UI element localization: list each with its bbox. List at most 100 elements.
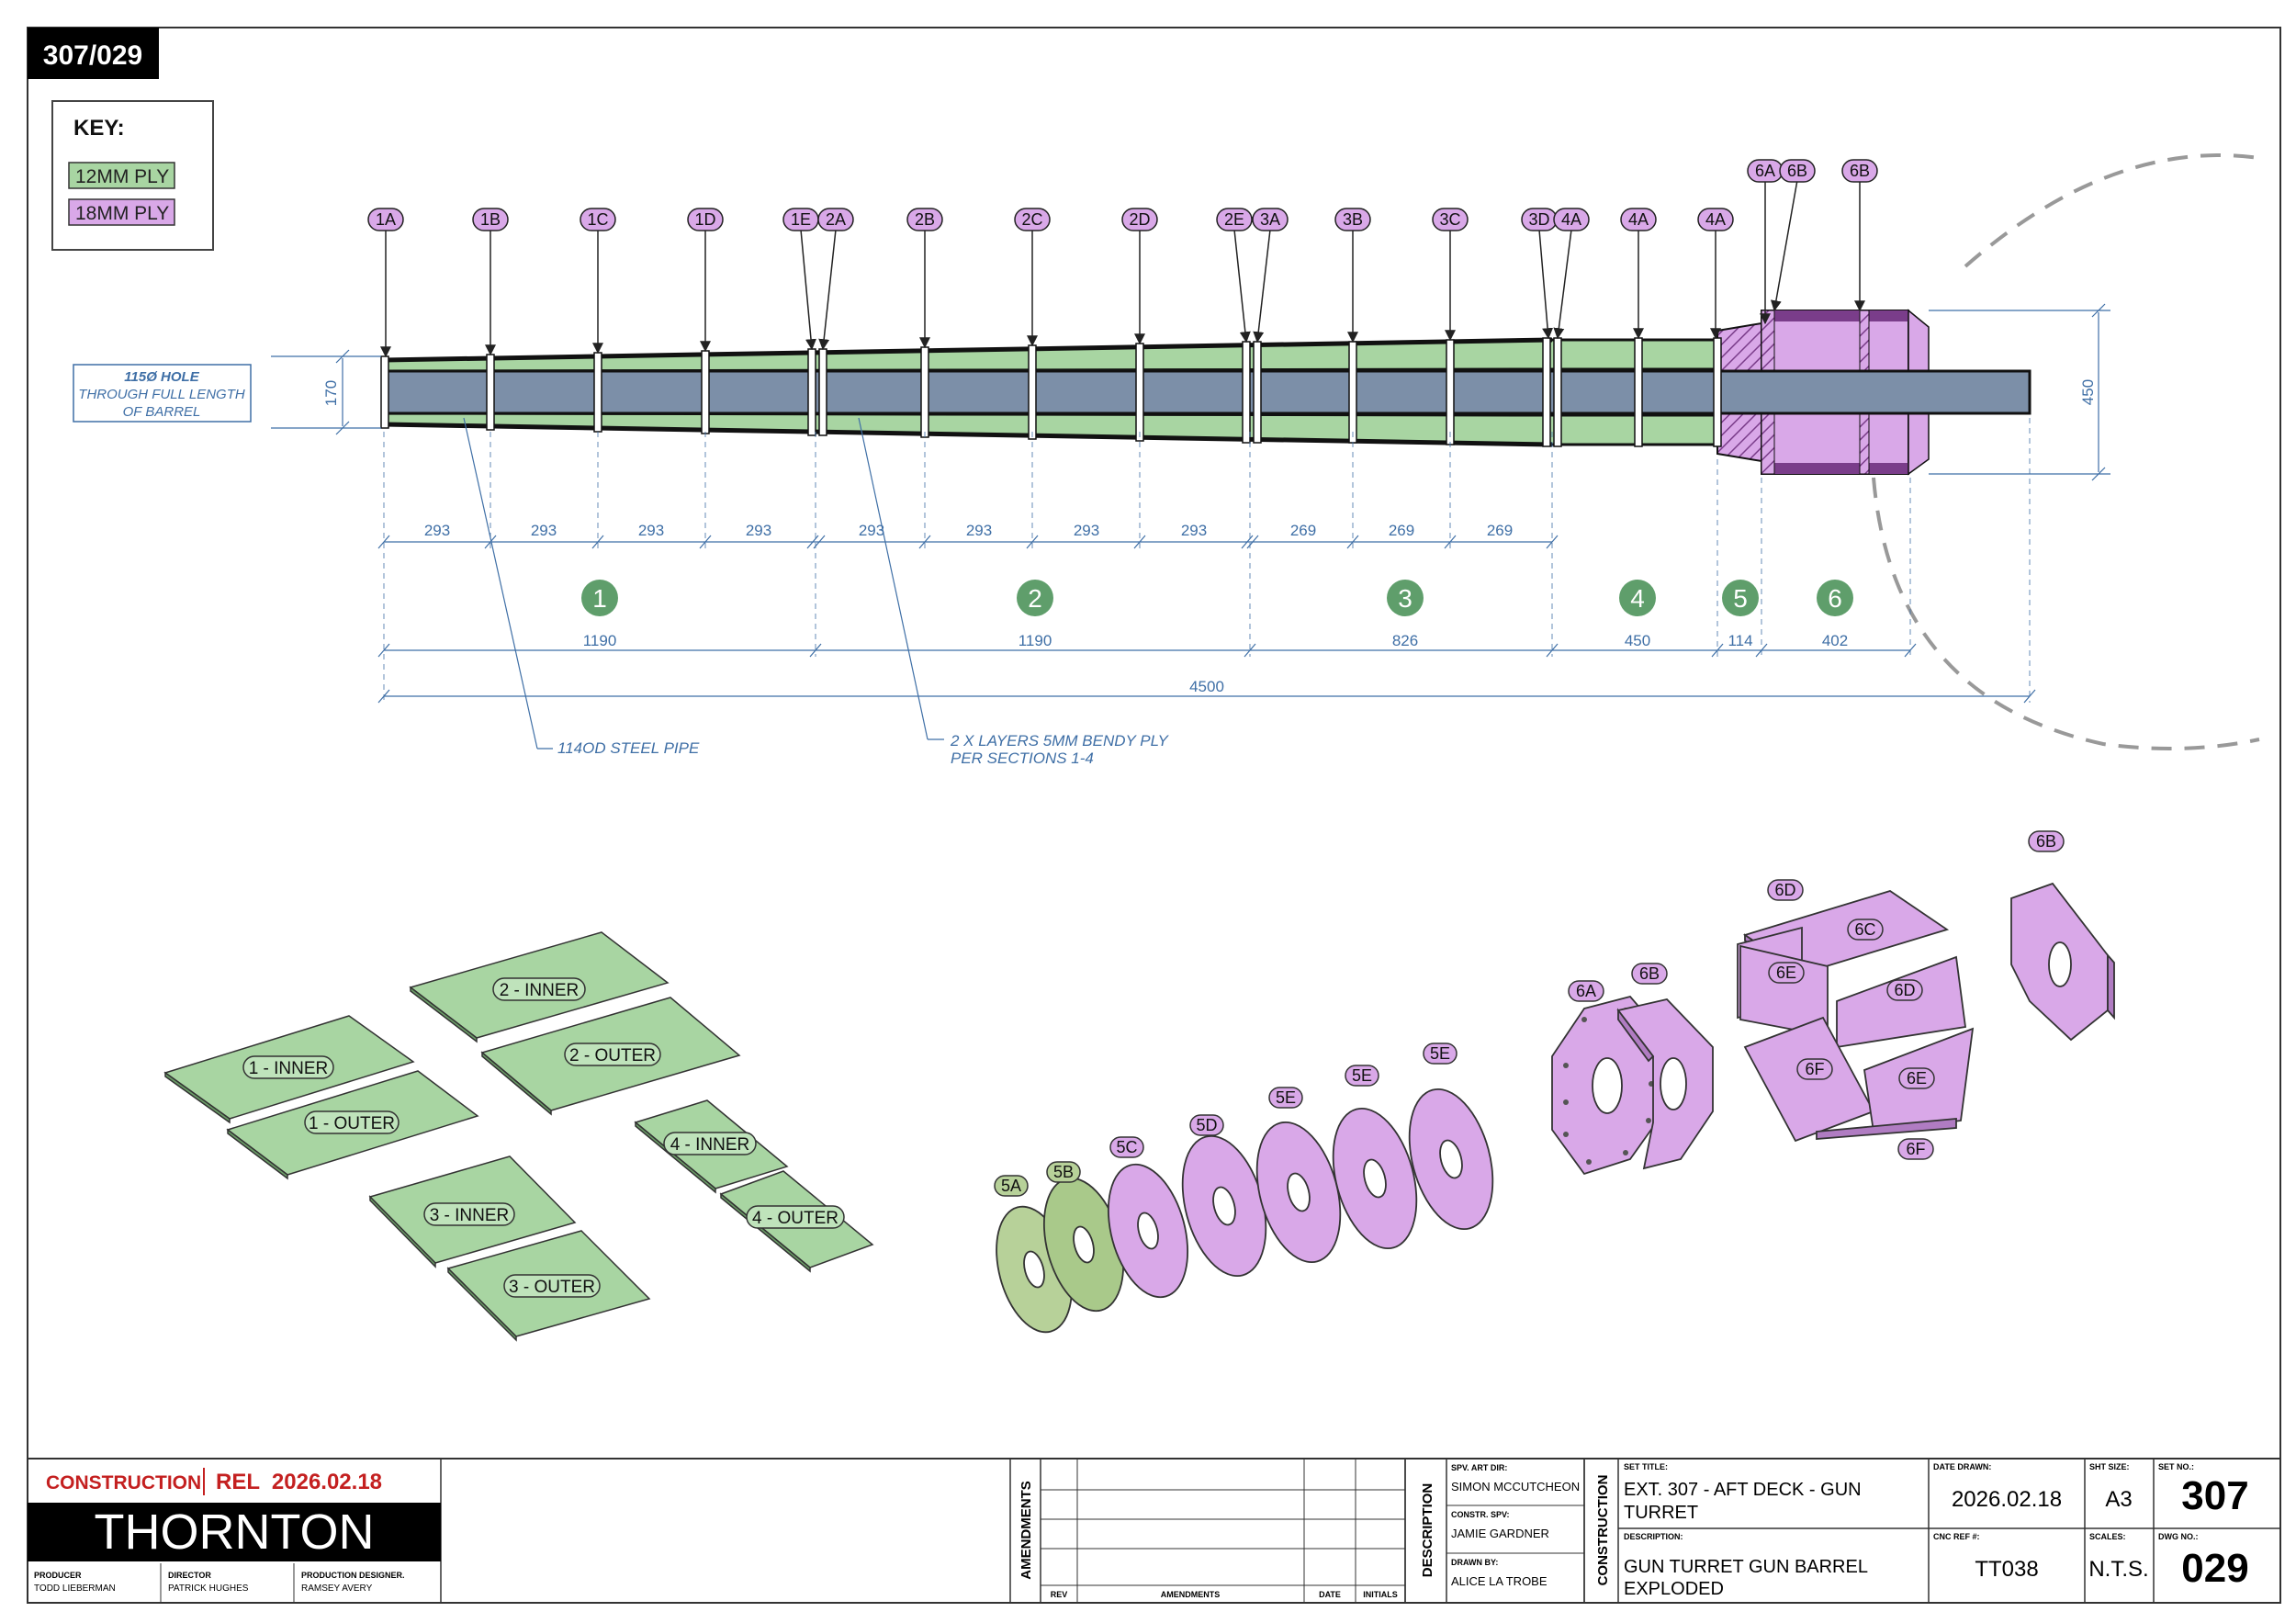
sheet-label-4-inner: 4 - INNER [670,1135,750,1155]
hole-note: 115Ø HOLE THROUGH FULL LENGTH OF BARREL [73,364,252,423]
dim-170: 170 [322,380,340,406]
date-drawn: 2026.02.18 [1952,1487,2062,1512]
producer-label: PRODUCER [34,1571,82,1580]
station-4a-2: 4A [1628,210,1649,229]
station-1e: 1E [791,210,811,229]
dwg-no: 029 [2181,1546,2248,1591]
seg-dim-3: 293 [638,522,664,539]
section-4-marker: 4 [1630,584,1645,613]
label-6d-1: 6D [1774,881,1795,899]
pd-name: RAMSEY AVERY [301,1584,373,1594]
turret-outline-arc [1872,153,2260,750]
cnc-ref-label: CNC REF #: [1933,1532,1980,1541]
station-balloons: 1A 1B 1C 1D 1E 2A 2B 2C 2D 2E 3A 3B 3C [367,159,1878,231]
sheet-label-1-outer: 1 - OUTER [309,1114,395,1133]
section-dims: 1190 1190 826 450 114 402 [377,632,1917,658]
label-6a: 6A [1576,982,1596,1000]
sec-dim-6: 402 [1822,632,1848,649]
section-1-marker: 1 [592,584,607,613]
ply-note-line1: 2 X LAYERS 5MM BENDY PLY [950,732,1170,750]
seg-dim-7: 293 [1074,522,1099,539]
station-3c: 3C [1439,210,1460,229]
status-construction: CONSTRUCTION [46,1472,201,1493]
station-2d: 2D [1129,210,1150,229]
date-drawn-label: DATE DRAWN: [1933,1462,1991,1471]
set-title-label: SET TITLE: [1624,1462,1668,1471]
seg-dim-4: 293 [746,522,771,539]
dim-4500: 4500 [1189,678,1224,695]
sheet-label-2-inner: 2 - INNER [500,981,580,1000]
label-5b: 5B [1053,1163,1074,1181]
dwg-no-label: DWG NO.: [2158,1532,2199,1541]
seg-dim-9: 269 [1290,522,1316,539]
key-swatch-12mm [68,162,175,189]
station-2b: 2B [915,210,935,229]
key-swatch-18mm [68,198,175,226]
label-6b-2: 6B [2036,832,2056,851]
sec-dim-4: 450 [1625,632,1650,649]
key-title: KEY: [73,116,125,141]
seg-dim-6: 293 [966,522,992,539]
drawing-frame [27,27,2281,1604]
seg-dim-8: 293 [1181,522,1207,539]
sheet-id-badge: 307/029 [28,28,159,79]
drawn-by-label: DRAWN BY: [1451,1558,1498,1567]
director-name: PATRICK HUGHES [168,1584,249,1594]
col-rev: REV [1051,1590,1068,1599]
pd-label: PRODUCTION DESIGNER. [301,1571,405,1580]
col-amendments: AMENDMENTS [1161,1590,1221,1599]
pipe-note: 114OD STEEL PIPE [557,739,700,757]
station-6b-2: 6B [1850,162,1870,180]
set-title-2: TURRET [1624,1503,1698,1523]
station-3a: 3A [1260,210,1280,229]
producer-name: TODD LIEBERMAN [34,1584,116,1594]
station-1b: 1B [480,210,501,229]
director-label: DIRECTOR [168,1571,211,1580]
station-2e: 2E [1224,210,1244,229]
section-6-parts [1551,882,2115,1176]
hole-note-line1: 115Ø HOLE [124,369,199,385]
scales: N.T.S. [2088,1557,2148,1582]
construction-vertical: CONSTRUCTION [1595,1475,1611,1586]
drawn-by: ALICE LA TROBE [1451,1574,1548,1588]
spv-art-dir-label: SPV. ART DIR: [1451,1463,1507,1472]
label-6b-1: 6B [1639,964,1660,983]
seg-dim-1: 293 [424,522,450,539]
label-6c: 6C [1854,920,1875,939]
station-3d: 3D [1528,210,1549,229]
status-rel: REL 2026.02.18 [216,1470,382,1494]
station-6b-1: 6B [1787,162,1807,180]
hole-note-line2: THROUGH FULL LENGTH [78,387,245,402]
label-6e-2: 6E [1907,1069,1927,1088]
ply-leader [858,417,944,740]
station-3b: 3B [1343,210,1363,229]
station-6a: 6A [1755,162,1775,180]
cnc-ref: TT038 [1975,1557,2038,1582]
label-5e-2: 5E [1352,1066,1372,1085]
sheet-label-3-inner: 3 - INNER [430,1206,510,1225]
description-vertical: DESCRIPTION [1420,1483,1435,1578]
key-label-18mm: 18MM PLY [75,203,169,224]
sec-dim-5: 114 [1728,632,1752,649]
hole-note-line3: OF BARREL [123,404,201,420]
set-no-label: SET NO.: [2158,1462,2194,1471]
label-5c: 5C [1116,1138,1137,1156]
section-6-labels: 6A 6B 6D 6C 6E 6D 6F 6E 6F 6B [1568,830,2065,1160]
sheet-label-4-outer: 4 - OUTER [752,1209,838,1228]
label-6d-2: 6D [1894,981,1915,999]
spv-art-dir: SIMON MCCUTCHEON [1451,1480,1580,1493]
station-4a-1: 4A [1561,210,1581,229]
sheet-label-3-outer: 3 - OUTER [509,1278,595,1297]
label-5d: 5D [1196,1116,1217,1134]
extension-lines [383,418,2031,703]
dim-diameter-right: 450 [1929,303,2110,481]
barrel-elevation: 1A 1B 1C 1D 1E 2A 2B 2C 2D 2E 3A 3B 3C [73,153,2260,767]
section-2-marker: 2 [1028,584,1042,613]
station-1c: 1C [587,210,608,229]
station-ribs [380,337,1722,447]
col-date: DATE [1319,1590,1341,1599]
description-field-label: DESCRIPTION: [1624,1532,1683,1541]
sheet-id: 307/029 [43,40,142,71]
section-5-marker: 5 [1733,584,1748,613]
